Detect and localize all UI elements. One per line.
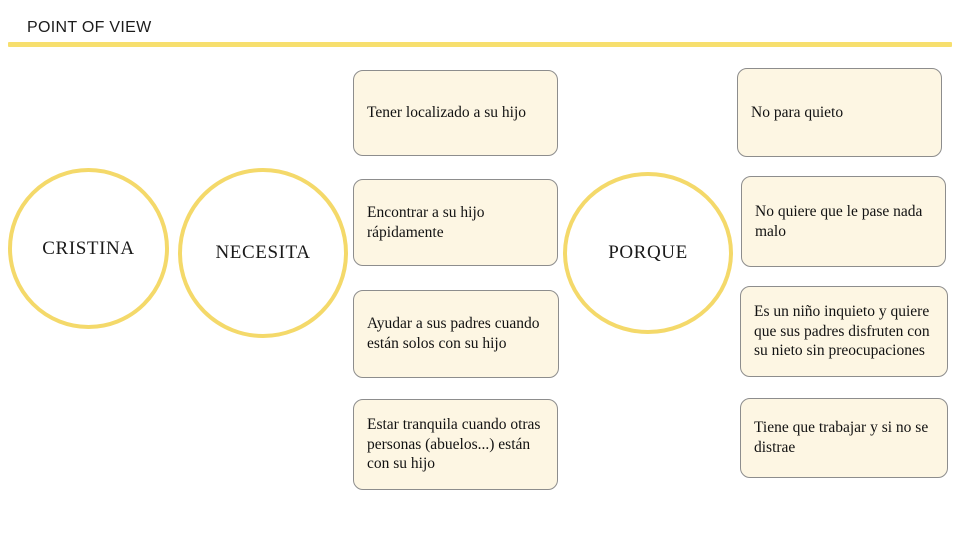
circle-label: NECESITA — [215, 242, 311, 264]
page-title: POINT OF VIEW — [27, 19, 152, 36]
circle-connector-necesita[interactable]: NECESITA — [178, 168, 348, 338]
reason-card-text: Tiene que trabajar y si no se distrae — [754, 419, 929, 456]
circle-label: PORQUE — [608, 242, 688, 264]
reason-card[interactable]: No quiere que le pase nada malo — [741, 176, 946, 267]
circle-persona-cristina[interactable]: CRISTINA — [8, 168, 169, 329]
reason-card[interactable]: No para quieto — [737, 68, 942, 157]
need-card-text: Ayudar a sus padres cuando están solos c… — [367, 315, 540, 352]
reason-card-text: No para quieto — [751, 103, 844, 121]
circle-label: CRISTINA — [42, 237, 135, 259]
reason-card-text: No quiere que le pase nada malo — [755, 202, 923, 240]
need-card[interactable]: Tener localizado a su hijo — [353, 70, 558, 156]
need-card[interactable]: Encontrar a su hijo rápidamente — [353, 179, 558, 266]
need-card-text: Tener localizado a su hijo — [367, 104, 527, 122]
reason-card[interactable]: Tiene que trabajar y si no se distrae — [740, 398, 948, 478]
need-card[interactable]: Estar tranquila cuando otras personas (a… — [353, 399, 558, 490]
reason-card-text: Es un niño inquieto y quiere que sus pad… — [754, 302, 930, 360]
need-card-text: Estar tranquila cuando otras personas (a… — [367, 415, 541, 473]
circle-connector-porque[interactable]: PORQUE — [563, 172, 733, 334]
reason-card[interactable]: Es un niño inquieto y quiere que sus pad… — [740, 286, 948, 377]
need-card-text: Encontrar a su hijo rápidamente — [367, 203, 485, 241]
title-divider-rule — [8, 42, 952, 47]
need-card[interactable]: Ayudar a sus padres cuando están solos c… — [353, 290, 559, 378]
